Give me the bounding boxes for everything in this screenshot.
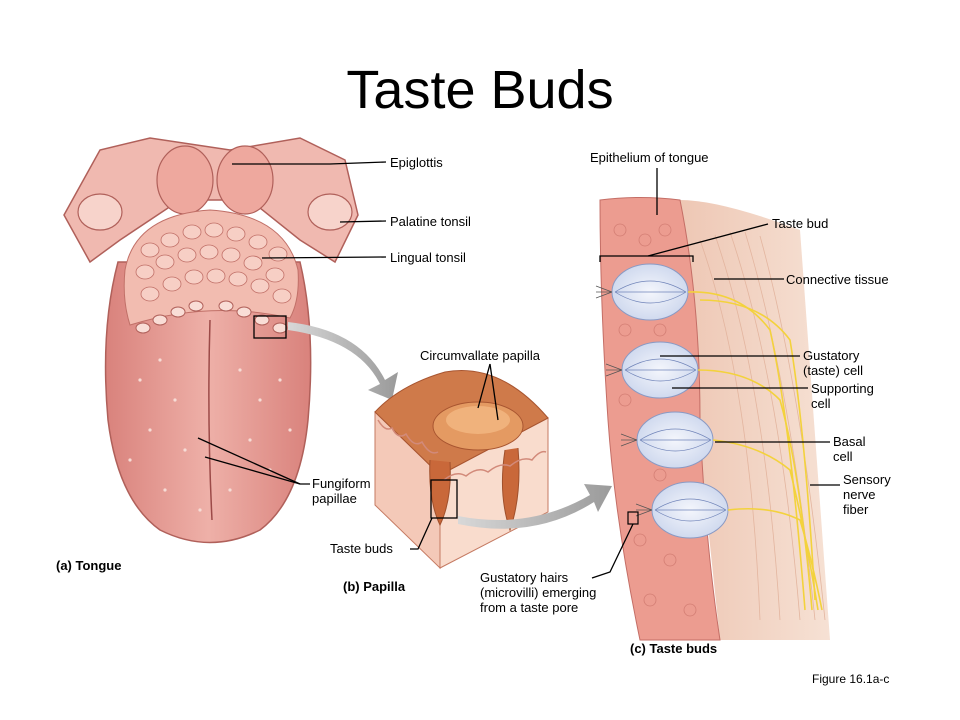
papilla-leader-lines	[410, 363, 499, 550]
label-sensory-nerve-3: fiber	[843, 502, 869, 517]
label-sensory-nerve-2: nerve	[843, 487, 876, 502]
label-lingual-tonsil: Lingual tonsil	[390, 250, 466, 265]
label-circumvallate-papilla: Circumvallate papilla	[420, 348, 541, 363]
label-fungiform-1: Fungiform	[312, 476, 371, 491]
label-gustatory-hairs-2: (microvilli) emerging	[480, 585, 596, 600]
zoom-arrow-tongue-to-papilla	[288, 322, 398, 400]
label-connective-tissue: Connective tissue	[786, 272, 889, 287]
caption-taste-buds: (c) Taste buds	[630, 641, 717, 656]
caption-tongue: (a) Tongue	[56, 558, 121, 573]
label-gustatory-hairs-1: Gustatory hairs	[480, 570, 569, 585]
label-sensory-nerve-1: Sensory	[843, 472, 891, 487]
label-taste-bud: Taste bud	[772, 216, 828, 231]
label-basal-cell-2: cell	[833, 449, 853, 464]
label-palatine-tonsil: Palatine tonsil	[390, 214, 471, 229]
label-fungiform-2: papillae	[312, 491, 357, 506]
figure-reference: Figure 16.1a-c	[812, 672, 889, 686]
taste-bud-leader-lines	[591, 168, 840, 579]
papilla-illustration	[374, 370, 549, 570]
slide-title: Taste Buds	[346, 60, 614, 120]
caption-papilla: (b) Papilla	[343, 579, 406, 594]
label-gustatory-hairs-3: from a taste pore	[480, 600, 578, 615]
label-gustatory-cell-2: (taste) cell	[803, 363, 863, 378]
label-supporting-cell-1: Supporting	[811, 381, 874, 396]
label-taste-buds-b: Taste buds	[330, 541, 393, 556]
zoom-arrow-papilla-to-taste-buds	[458, 484, 612, 529]
label-supporting-cell-2: cell	[811, 396, 831, 411]
label-epithelium-of-tongue: Epithelium of tongue	[590, 150, 709, 165]
label-basal-cell-1: Basal	[833, 434, 866, 449]
taste-bud-illustration	[595, 197, 830, 641]
label-epiglottis: Epiglottis	[390, 155, 443, 170]
tongue-illustration	[63, 137, 359, 544]
label-gustatory-cell-1: Gustatory	[803, 348, 860, 363]
tongue-leader-lines	[197, 161, 387, 485]
